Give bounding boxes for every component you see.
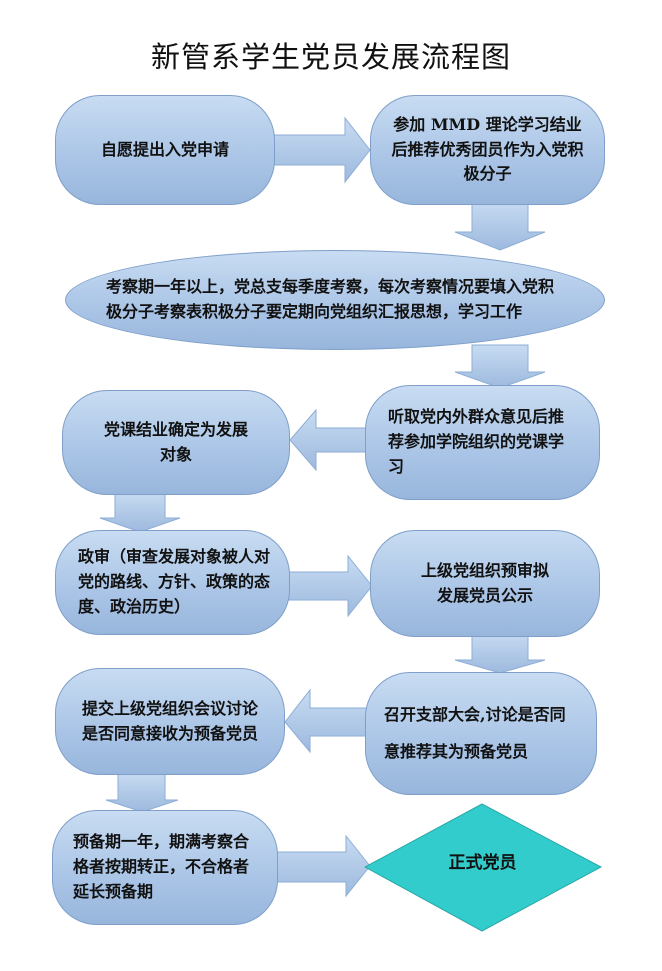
arrow-down-5 [105,771,179,813]
step-opinions: 听取党内外群众意见后推荐参加学院组织的党课学习 [365,385,600,500]
step-branch-meeting: 召开支部大会,讨论是否同意推荐其为预备党员 [365,672,597,795]
step-text: 党课结业确定为发展对象 [103,419,248,464]
step-text: 自愿提出入党申请 [100,139,229,159]
arrow-right-1 [271,116,371,184]
arrow-right-3 [271,834,371,898]
arrow-right-2 [284,554,373,618]
step-apply: 自愿提出入党申请 [55,95,275,205]
step-precheck: 上级党组织预审拟发展党员公示 [370,530,600,637]
step-text: 听取党内外群众意见后推荐参加学院组织的党课学习 [388,407,565,476]
page-title: 新管系学生党员发展流程图 [150,40,511,74]
arrow-down-1 [454,199,546,251]
step-text: 考察期一年以上，党总支每季度考察，每次考察情况要填入党积极分子考察表积极分子要定… [106,277,555,321]
step-text: 提交上级党组织会议讨论是否同意接收为预备党员 [81,698,258,743]
arrow-down-4 [454,631,546,674]
step-activist: 参加 MMD 理论学习结业后推荐优秀团员作为入党积极分子 [370,95,605,205]
step-course: 党课结业确定为发展对象 [62,390,290,495]
step-text: 召开支部大会,讨论是否同意推荐其为预备党员 [384,704,566,761]
step-observation: 考察期一年以上，党总支每季度考察，每次考察情况要填入党积极分子考察表积极分子要定… [65,250,605,350]
step-submit: 提交上级党组织会议讨论是否同意接收为预备党员 [55,668,285,775]
step-probation: 预备期一年，期满考察合格者按期转正，不合格者延长预备期 [52,810,278,925]
step-text: 预备期一年，期满考察合格者按期转正，不合格者延长预备期 [73,832,250,901]
final-member-label: 正式党员 [448,853,517,873]
step-review: 政审（审查发展对象被人对党的路线、方针、政策的态度、政治历史） [55,530,290,635]
arrow-left-2 [284,688,373,754]
step-text: 上级党组织预审拟发展党员公示 [420,560,549,605]
arrow-down-2 [454,344,546,389]
arrow-left-1 [289,408,371,472]
step-text: 参加 MMD 理论学习结业后推荐优秀团员作为入党积极分子 [391,114,584,184]
final-diamond [363,803,603,932]
arrow-down-3 [99,491,181,533]
step-text: 政审（审查发展对象被人对党的路线、方针、政策的态度、政治历史） [78,547,271,616]
